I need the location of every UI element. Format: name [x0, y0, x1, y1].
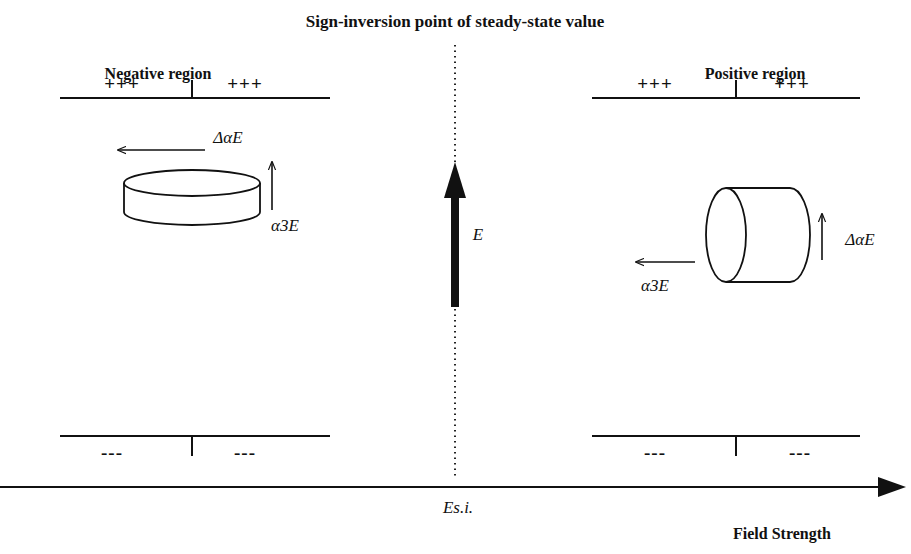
field-arrow	[444, 162, 466, 307]
axis-title: Field Strength	[733, 525, 831, 543]
field-term: ΔαE	[845, 231, 874, 250]
polarization-arrow	[636, 261, 695, 263]
polarization-arrow	[118, 149, 205, 151]
field-term: ΔαE	[213, 129, 242, 148]
charge-sign: ---	[234, 443, 256, 464]
charge-sign: ---	[644, 443, 666, 464]
charge-sign: ---	[789, 443, 811, 464]
charge-sign: +++	[637, 74, 672, 95]
diagram-title: Sign-inversion point of steady-state val…	[306, 13, 604, 32]
polarization-arrow	[821, 214, 823, 260]
right-electrodes	[592, 80, 860, 456]
charge-sign: +++	[774, 74, 809, 95]
left-electrodes	[60, 80, 330, 456]
charge-sign: ---	[101, 443, 123, 464]
field-term: α3E	[641, 277, 669, 296]
polarization-arrow	[271, 162, 273, 210]
field-axis	[0, 477, 906, 497]
field-symbol: E	[473, 226, 483, 245]
charge-sign: +++	[227, 74, 262, 95]
field-term: α3E	[271, 217, 299, 236]
flat-disk	[124, 170, 260, 225]
charge-sign: +++	[104, 74, 139, 95]
upright-disk	[706, 188, 810, 282]
threshold-label: Es.i.	[443, 499, 473, 518]
